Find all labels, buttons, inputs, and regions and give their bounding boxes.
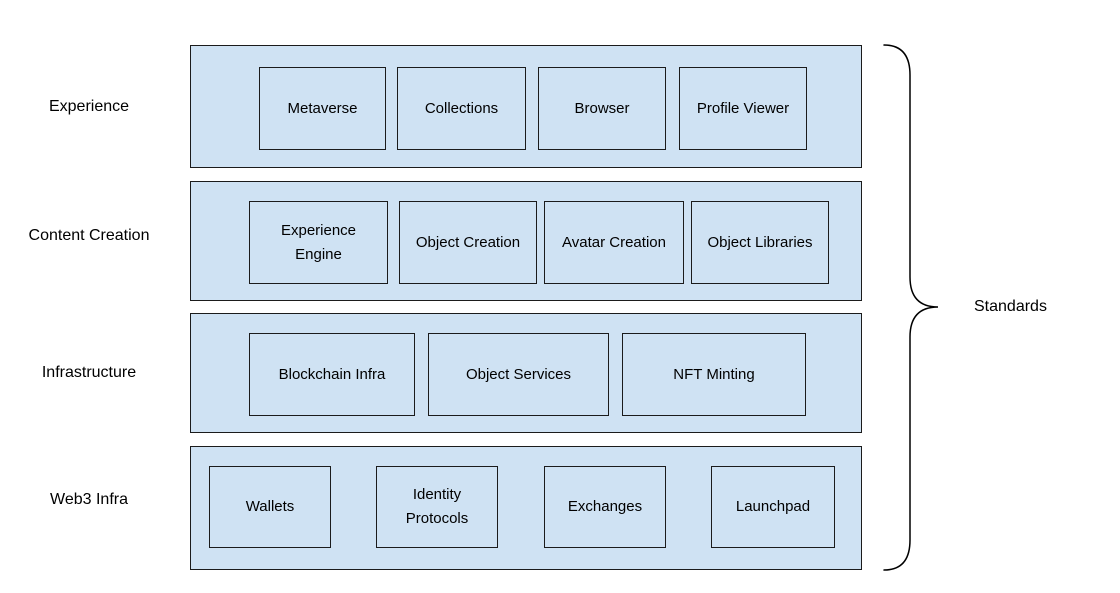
- layer-band-experience: Metaverse Collections Browser Profile Vi…: [190, 45, 862, 168]
- layer-band-web3-infra: Wallets Identity Protocols Exchanges Lau…: [190, 446, 862, 570]
- node-blockchain-infra: Blockchain Infra: [249, 333, 415, 416]
- node-identity-protocols: Identity Protocols: [376, 466, 498, 548]
- node-profile-viewer: Profile Viewer: [679, 67, 807, 150]
- node-metaverse: Metaverse: [259, 67, 386, 150]
- layer-label-experience: Experience: [48, 98, 130, 115]
- curly-brace: [883, 44, 939, 571]
- node-avatar-creation: Avatar Creation: [544, 201, 684, 284]
- node-collections: Collections: [397, 67, 526, 150]
- layer-label-web3-infra: Web3 Infra: [50, 491, 128, 508]
- node-wallets: Wallets: [209, 466, 331, 548]
- node-object-libraries: Object Libraries: [691, 201, 829, 284]
- node-object-creation: Object Creation: [399, 201, 537, 284]
- node-browser: Browser: [538, 67, 666, 150]
- node-exchanges: Exchanges: [544, 466, 666, 548]
- layer-label-infrastructure: Infrastructure: [41, 364, 137, 381]
- node-launchpad: Launchpad: [711, 466, 835, 548]
- layer-label-content-creation: Content Creation: [28, 227, 150, 244]
- node-nft-minting: NFT Minting: [622, 333, 806, 416]
- node-experience-engine: Experience Engine: [249, 201, 388, 284]
- layer-band-content-creation: Experience Engine Object Creation Avatar…: [190, 181, 862, 301]
- node-object-services: Object Services: [428, 333, 609, 416]
- layer-band-infrastructure: Blockchain Infra Object Services NFT Min…: [190, 313, 862, 433]
- standards-label: Standards: [974, 298, 1047, 315]
